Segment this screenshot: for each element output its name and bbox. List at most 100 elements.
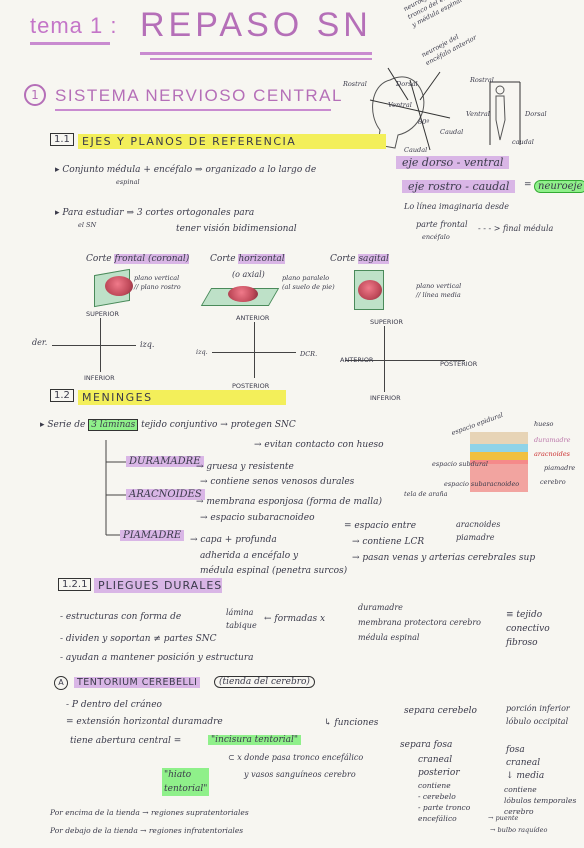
equals-sign: =	[524, 180, 532, 190]
body-dorsal: Dorsal	[525, 110, 547, 118]
compass2-right: DCR.	[300, 350, 318, 358]
bullet-estudiar-sn: el SN	[78, 221, 97, 229]
pliegues-l3: - ayudan a mantener posición y estructur…	[60, 653, 254, 663]
tentorium-title: TENTORIUM CEREBELLI	[74, 677, 201, 688]
body-rostral: Rostral	[470, 76, 494, 84]
tentorium-subtitle: (tienda del cerebro)	[214, 676, 315, 688]
espacio-entre: = espacio entre	[344, 521, 417, 531]
label-duramadre: duramadre	[534, 436, 571, 444]
arac-1: → membrana esponjosa (forma de malla)	[196, 497, 383, 507]
separa-cerebelo: separa cerebelo	[404, 706, 477, 716]
meninges-tree-lines	[105, 440, 126, 536]
dura-1: → gruesa y resistente	[196, 462, 294, 472]
label-espacio-subaracnoideo: espacio subaracnoideo	[444, 480, 520, 488]
label-piamadre: piamadre	[544, 464, 576, 472]
section-title: SISTEMA NERVIOSO CENTRAL	[55, 86, 343, 105]
label-aracnoides: aracnoides	[534, 450, 571, 458]
label-cerebro: cerebro	[540, 478, 566, 486]
puente: → puente	[488, 814, 519, 822]
tent-p2: = extensión horizontal duramadre	[66, 717, 223, 727]
tent-p1: - P dentro del cráneo	[66, 700, 162, 710]
head-caudal-1: Caudal	[440, 128, 464, 136]
duramadre-label: DURAMADRE	[126, 456, 204, 467]
frontal-brain	[105, 276, 133, 296]
funciones: ↳ funciones	[324, 718, 379, 728]
body-ventral: Ventral	[466, 110, 490, 118]
section-number-circle: 1	[24, 84, 46, 106]
compass2-up: ANTERIOR	[236, 314, 270, 322]
body-caudal: caudal	[512, 138, 534, 146]
subsection-title-1-2-1: PLIEGUES DURALES	[94, 578, 222, 593]
tema-underline	[30, 42, 110, 45]
frontal-note: plano vertical// plano rostro	[134, 274, 181, 291]
pia-2: adherida a encéfalo y	[200, 551, 299, 561]
arac-2: → espacio subaracnoideo	[200, 513, 315, 523]
sagital-note: plano vertical// línea media	[416, 282, 462, 299]
linea-imaginaria-c: encéfalo	[422, 233, 450, 241]
corte-horizontal-sub: (o axial)	[232, 270, 265, 279]
label-hueso: hueso	[534, 420, 554, 428]
horizontal-note: plano paralelo(al suelo de pie)	[282, 274, 335, 291]
tent-p3: tiene abertura central =	[70, 736, 182, 746]
compass1-up: SUPERIOR	[86, 310, 119, 318]
corte-frontal-label: Corte frontal (coronal)	[86, 254, 190, 264]
subsection-number-1-2: 1.2	[50, 389, 74, 402]
eje-dorso-ventral: eje dorso - ventral	[396, 156, 510, 169]
meninges-diagram	[470, 432, 528, 492]
compass1-horizontal	[52, 345, 136, 346]
corte-horizontal-label: Corte horizontal	[210, 254, 285, 264]
aracnoides-label: ARACNOIDES	[126, 489, 205, 500]
compass3-vertical	[384, 326, 385, 392]
subsection-title-1-1: EJES Y PLANOS DE REFERENCIA	[78, 134, 386, 149]
compass3-horizontal	[345, 360, 465, 361]
sagital-brain	[358, 280, 382, 300]
subsection-number-1-2-1: 1.2.1	[58, 578, 92, 591]
linea-imaginaria-a: Lo línea imaginaria desde	[404, 202, 510, 211]
compass1-right: izq.	[140, 340, 155, 349]
title-underline-2	[150, 58, 372, 60]
linea-imaginaria-d: - - - > final médula	[478, 224, 554, 233]
corte-sagital-label: Corte sagital	[330, 254, 389, 264]
subsection-number-1-1: 1.1	[50, 133, 74, 146]
head-dorsal: Dorsal	[396, 80, 418, 88]
bullet-conjunto: ▸ Conjunto médula + encéfalo ⇒ organizad…	[55, 165, 317, 175]
neuroeje-label: neuroeje	[534, 180, 584, 193]
bullet-estudiar-d: tener visión bidimensional	[176, 224, 297, 234]
tent-vasos: y vasos sanguíneos cerebro	[244, 770, 356, 779]
page-title: REPASO SN	[140, 6, 372, 44]
evitan-line: → evitan contacto con hueso	[254, 440, 384, 450]
dura-2: → contiene senos venosos durales	[200, 477, 355, 487]
pliegues-l1-c: ← formadas x	[264, 614, 326, 624]
compass3-left: ANTERIOR	[340, 356, 374, 364]
contiene-lcr: → contiene LCR	[352, 537, 425, 547]
compass3-down: INFERIOR	[370, 394, 401, 402]
compass3-up: SUPERIOR	[370, 318, 403, 326]
bullet-conjunto-espinal: espinal	[116, 178, 140, 186]
section-title-underline	[55, 109, 331, 111]
head-axes-diagram	[369, 67, 521, 151]
head-rostral: Rostral	[343, 80, 367, 88]
head-caudal-2: Caudal	[404, 146, 428, 154]
tienda-abajo: Por debajo de la tienda → regiones infra…	[50, 826, 244, 835]
compass3-right: POSTERIOR	[440, 360, 478, 368]
eje-rostro-caudal: eje rostro - caudal	[402, 180, 516, 193]
tema-label: tema 1 :	[30, 13, 118, 38]
tela-arana: tela de araña	[404, 490, 448, 498]
piamadre-label: PIAMADRE	[120, 530, 185, 541]
compass1-down: INFERIOR	[84, 374, 115, 382]
serie-line: ▸ Serie de 3 láminas tejido conjuntivo →…	[40, 419, 296, 431]
head-ventral: Ventral	[388, 101, 412, 109]
compass2-left: izq.	[196, 348, 208, 356]
title-underline	[140, 52, 372, 55]
head-angle: 80º	[418, 118, 430, 126]
bullet-estudiar: ▸ Para estudiar ⇒ 3 cortes ortogonales p…	[55, 208, 255, 218]
pliegues-l1: - estructuras con forma de	[60, 612, 182, 622]
pia-1: → capa + profunda	[190, 535, 277, 545]
